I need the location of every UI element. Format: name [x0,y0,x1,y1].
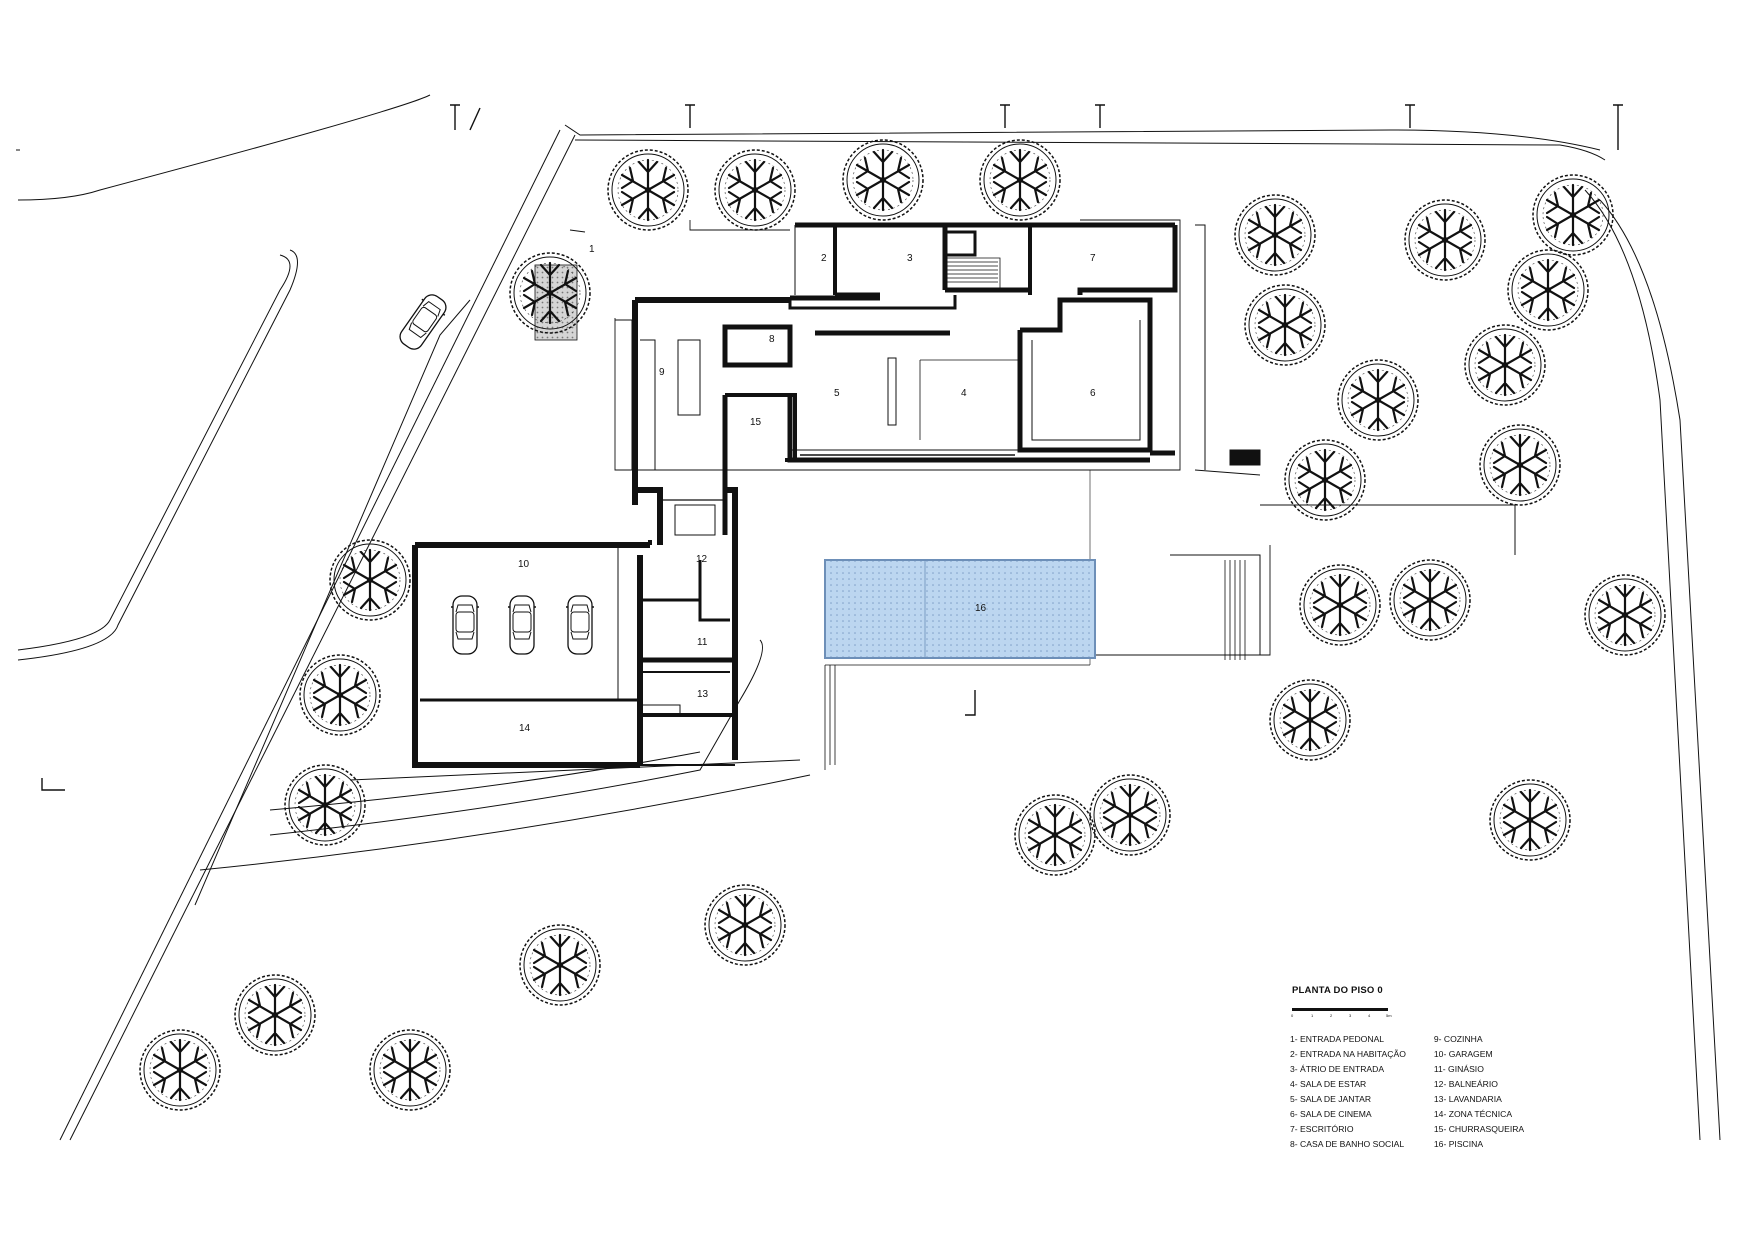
entrance-hatch [534,264,578,341]
tree-icon [1088,773,1172,857]
tree-icon [1013,793,1097,877]
tree-icon [978,138,1062,222]
tree-icon [1506,248,1590,332]
tree-icon [1233,193,1317,277]
legend-item: 16- PISCINA [1433,1139,1484,1149]
scale-bar: 0 1 2 3 4 5m [1291,1006,1392,1018]
legend-item: 11- GINÁSIO [1433,1064,1484,1074]
legend-item: 10- GARAGEM [1433,1049,1493,1059]
room-number: 16 [975,603,987,614]
legend-item: 13- LAVANDARIA [1433,1094,1502,1104]
legend-item: 1- ENTRADA PEDONAL [1290,1034,1385,1044]
legend-column-1: 1- ENTRADA PEDONAL 2- ENTRADA NA HABITAÇ… [1290,1032,1406,1152]
tree-icon [1463,323,1547,407]
scale-tick: 2 [1330,1013,1333,1018]
garage-car-2-icon [507,595,537,655]
tree-icon [328,538,412,622]
legend-item: 15- CHURRASQUEIRA [1433,1124,1525,1134]
tree-icon [1283,438,1367,522]
tree-icon [368,1028,452,1112]
room-labels: 1 2 3 4 5 6 7 8 9 10 11 12 13 14 15 16 [518,244,1096,734]
legend-item: 14- ZONA TÉCNICA [1433,1109,1513,1119]
tree-icon [1298,563,1382,647]
tree-icon [1243,283,1327,367]
tree-icon [1268,678,1352,762]
room-number: 15 [750,417,762,428]
tree-icon [1583,573,1667,657]
room-number: 6 [1090,388,1096,399]
tree-icon [841,138,925,222]
room-number: 3 [907,253,913,264]
scale-tick: 3 [1349,1013,1352,1018]
legend-item: 8- CASA DE BANHO SOCIAL [1290,1139,1405,1149]
room-number: 8 [769,334,775,345]
section-markers [41,104,1623,791]
garage-car-1-icon [450,595,480,655]
room-number: 1 [589,244,595,255]
tree-icon [283,763,367,847]
scale-bar-line [1292,1008,1388,1011]
legend-item: 9- COZINHA [1433,1034,1483,1044]
tree-icon [1403,198,1487,282]
tree-icon [1336,358,1420,442]
tree-icon [1488,778,1572,862]
room-number: 9 [659,367,665,378]
legend-column-2: 9- COZINHA 10- GARAGEM 11- GINÁSIO 12- B… [1434,1032,1524,1152]
room-number: 13 [697,689,709,700]
legend-item: 12- BALNEÁRIO [1433,1079,1498,1089]
tree-icon [508,251,592,335]
tree-icon [1388,558,1472,642]
room-number: 5 [834,388,840,399]
tree-icon [1478,423,1562,507]
tree-icon [713,148,797,232]
tree-icon [1531,173,1615,257]
legend-item: 6- SALA DE CINEMA [1290,1109,1372,1119]
room-number: 12 [696,554,708,565]
pool [824,559,1096,659]
legend-item: 7- ESCRITÓRIO [1290,1124,1354,1134]
tree-icon [233,973,317,1057]
building [412,219,1271,770]
tree-icon [298,653,382,737]
tree-icon [606,148,690,232]
legend-item: 4- SALA DE ESTAR [1290,1079,1367,1089]
garage-car-3-icon [565,595,595,655]
scale-tick: 0 [1291,1013,1294,1018]
room-number: 11 [697,637,708,648]
road-car-icon [394,289,452,355]
tree-icon [518,923,602,1007]
tree-icon [138,1028,222,1112]
legend-item: 3- ÁTRIO DE ENTRADA [1290,1064,1385,1074]
legend: PLANTA DO PISO 0 0 1 2 3 4 5m 1- ENTRADA… [1290,985,1590,1152]
tree-icon [703,883,787,967]
plan-title: PLANTA DO PISO 0 [1292,985,1383,996]
room-number: 4 [961,388,967,399]
room-number: 7 [1090,253,1096,264]
scale-tick: 5m [1386,1013,1392,1018]
room-number: 10 [518,559,530,570]
legend-item: 5- SALA DE JANTAR [1290,1094,1372,1104]
room-number: 2 [821,253,827,264]
scale-tick: 1 [1311,1013,1314,1018]
room-number: 14 [519,723,531,734]
legend-item: 2- ENTRADA NA HABITAÇÃO [1290,1049,1406,1059]
scale-tick: 4 [1368,1013,1371,1018]
